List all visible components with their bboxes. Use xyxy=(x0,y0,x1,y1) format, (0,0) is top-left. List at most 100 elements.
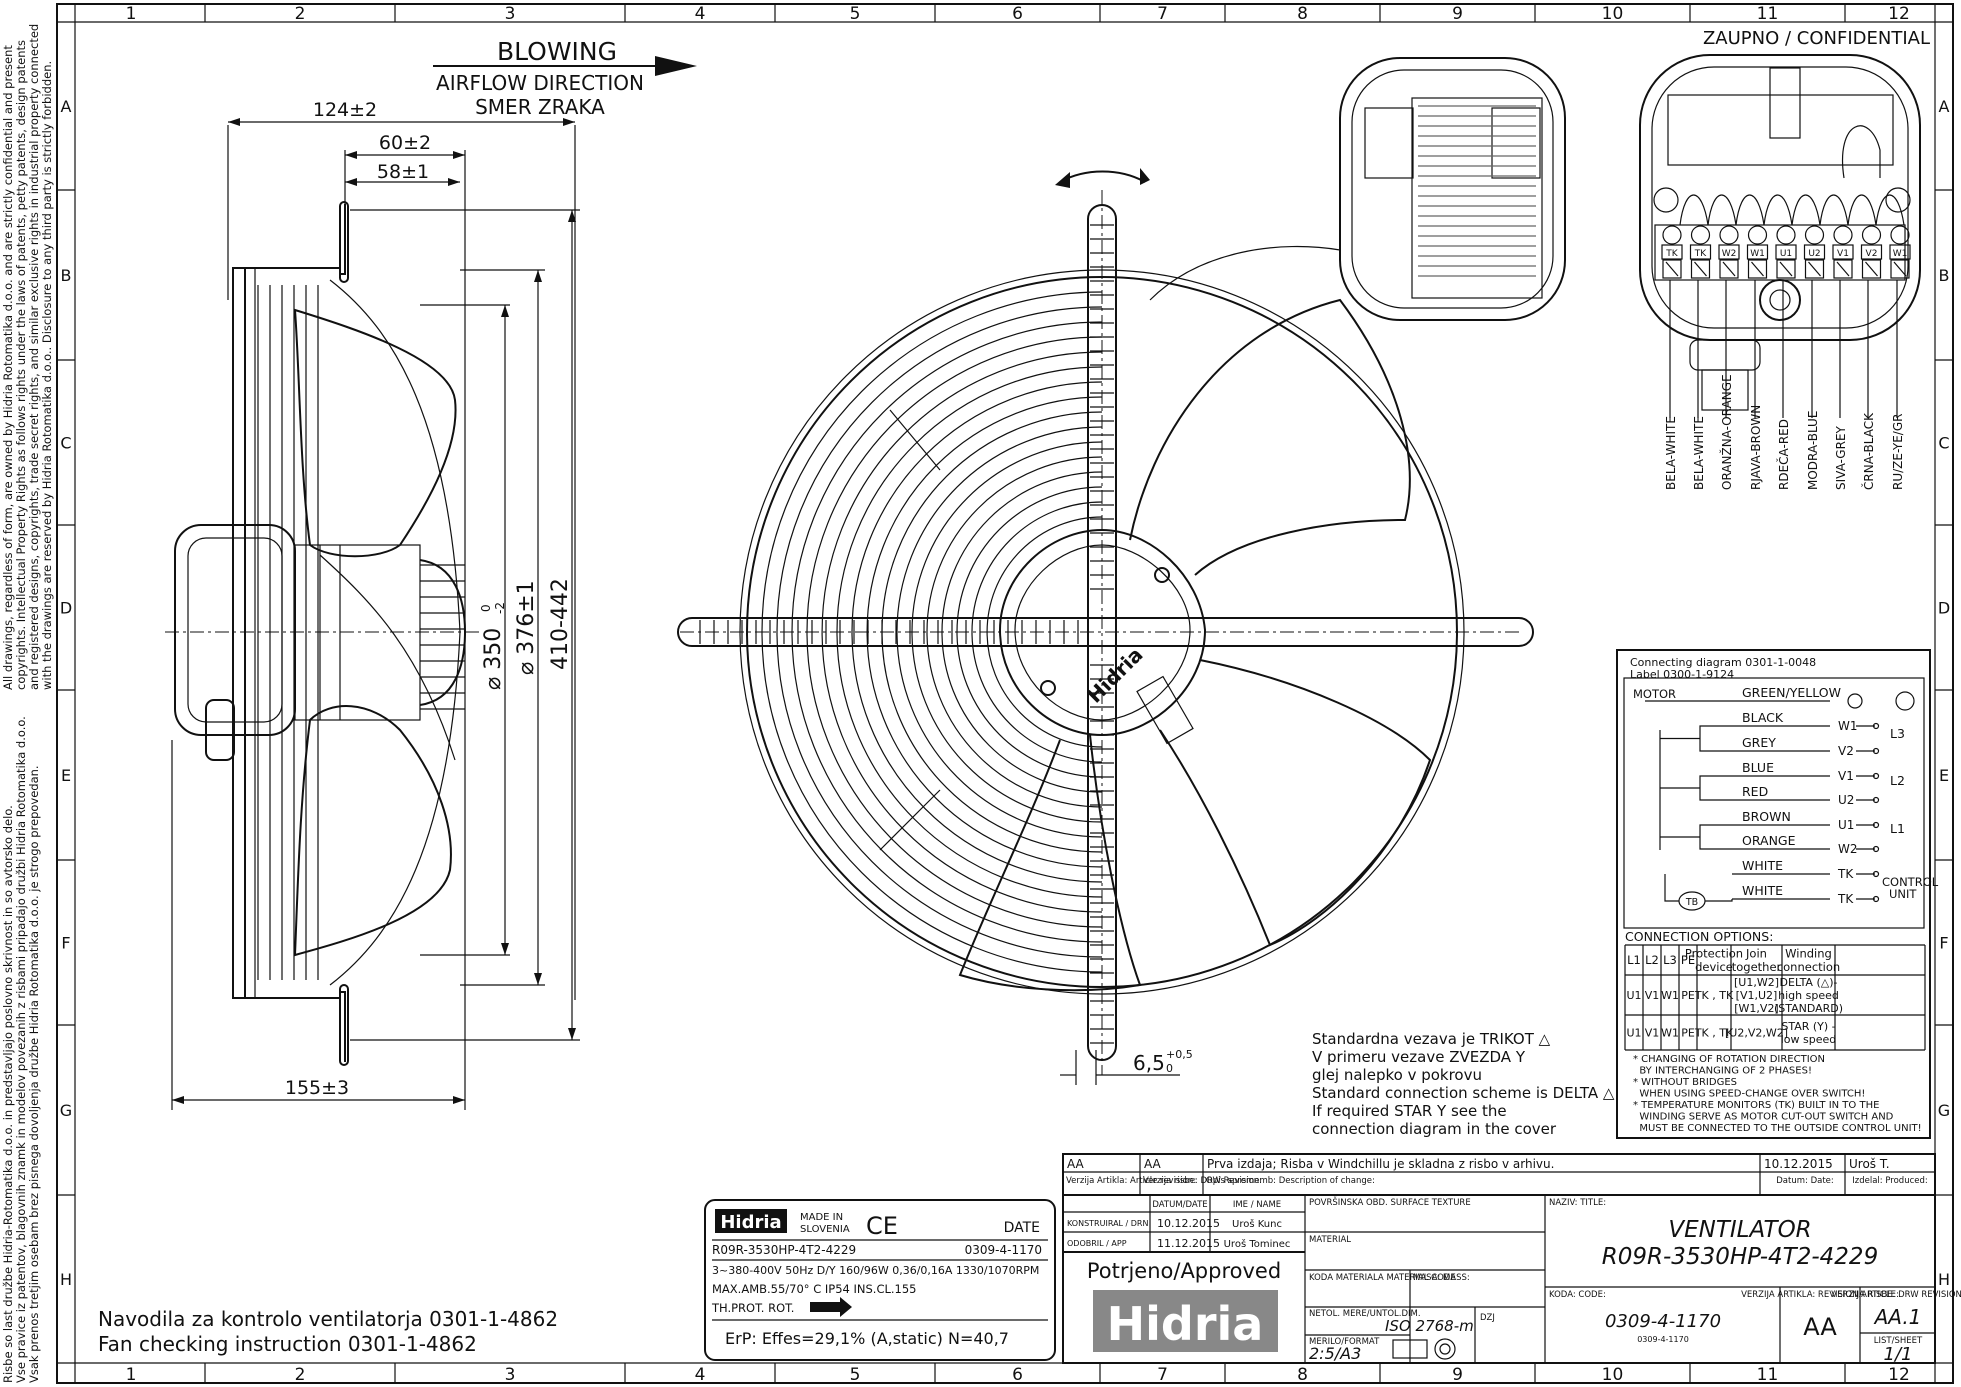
projection-symbol-icon xyxy=(1392,1339,1428,1359)
standard-note-line: glej nalepko v pokrovu xyxy=(1312,1066,1482,1084)
row-marker: D xyxy=(1938,599,1950,618)
notice-line: Risbe so last družbe Hidria-Rotomatika d… xyxy=(1,805,15,1383)
wire-color-label: ČRNA-BLACK xyxy=(1861,412,1876,490)
label-produced: Izdelal: Produced: xyxy=(1852,1176,1928,1186)
column-marker: 9 xyxy=(1452,1365,1463,1385)
label-date: Datum: Date: xyxy=(1776,1176,1834,1186)
rev-article: AA xyxy=(1067,1157,1085,1171)
airflow-direction: BLOWING AIRFLOW DIRECTION SMER ZRAKA xyxy=(433,37,697,119)
tb-label: TB xyxy=(1685,897,1698,908)
airflow-title: BLOWING xyxy=(497,37,617,66)
nameplate-label: Hidria MADE IN SLOVENIA CE DATE R09R-353… xyxy=(704,1199,1056,1361)
motor-label: MOTOR xyxy=(1633,687,1676,701)
table-cell: TK , TK xyxy=(1694,1026,1734,1039)
wire-color-label: BELA-WHITE xyxy=(1692,416,1706,490)
label-scale: MERILO/FORMAT xyxy=(1309,1337,1380,1347)
wire-color-label: SIVA-GREY xyxy=(1834,425,1848,490)
phase-l1: L1 xyxy=(1890,821,1905,836)
rotation-direction-icon xyxy=(810,1297,852,1317)
dim-60: 60±2 xyxy=(379,132,431,154)
label-surface: POVRŠINSKA OBD. SURFACE TEXTURE xyxy=(1309,1196,1471,1208)
table-cell: U1 xyxy=(1626,989,1641,1002)
row-marker: H xyxy=(1938,1270,1950,1289)
rotation-arrow-icon xyxy=(1055,172,1070,188)
label-sheet: LIST/SHEET xyxy=(1874,1336,1923,1346)
label-odobril: ODOBRIL / APP xyxy=(1067,1239,1127,1248)
drawing-revision: AA.1 xyxy=(1873,1305,1922,1329)
label-drw-rev: Verzija risbe: DRW Revision: xyxy=(1143,1176,1262,1186)
label-konstr: KONSTRUIRAL / DRN xyxy=(1067,1219,1148,1228)
terminal-label: TK xyxy=(1694,249,1707,259)
nameplate-code: 0309-4-1170 xyxy=(965,1243,1042,1257)
row-marker: F xyxy=(1939,934,1948,953)
approved-label: Potrjeno/Approved xyxy=(1087,1259,1281,1283)
dim-58: 58±1 xyxy=(377,161,429,183)
odobril-name: Uroš Tominec xyxy=(1224,1238,1291,1250)
rev-date: 10.12.2015 xyxy=(1764,1157,1833,1171)
table-cell: PE xyxy=(1681,1026,1695,1039)
notice-line: Vsak prenos tretjim osebam brez pisnega … xyxy=(27,765,41,1383)
standard-note-line: V primeru vezave ZVEZDA Y xyxy=(1312,1048,1526,1066)
column-marker: 6 xyxy=(1012,1365,1023,1385)
wiring-note: WINDING SERVE AS MOTOR CUT-OUT SWITCH AN… xyxy=(1633,1112,1894,1123)
dim-6-5-tol-up: +0,5 xyxy=(1166,1048,1193,1061)
column-marker: 11 xyxy=(1757,4,1779,24)
label-article-rev: Verzija Artikla: Article revision: xyxy=(1066,1176,1196,1186)
diagram-header-2: Label 0300-1-9124 xyxy=(1630,668,1734,681)
terminal-label: V1 xyxy=(1837,249,1849,259)
wire-color: RED xyxy=(1742,784,1768,799)
row-marker: C xyxy=(60,434,71,453)
konstr-name: Uroš Kunc xyxy=(1232,1218,1282,1230)
notice-line: All drawings, regardless of form, are ow… xyxy=(1,45,15,690)
column-marker: 12 xyxy=(1888,4,1910,24)
table-cell: [U2,V2,W2] xyxy=(1725,1026,1788,1039)
wire-color-label: RJAVA-BROWN xyxy=(1749,405,1763,490)
wire-color: WHITE xyxy=(1742,883,1783,898)
row-marker: B xyxy=(1939,266,1950,285)
row-marker: G xyxy=(1938,1101,1950,1120)
made-in-2: SLOVENIA xyxy=(800,1224,850,1235)
terminal-label: W1 xyxy=(1750,249,1765,259)
ground-icon xyxy=(1895,691,1915,711)
wire-color-label: RDEČA-RED xyxy=(1776,419,1791,490)
dim-376: ⌀ 376±1 xyxy=(514,580,539,675)
row-marker: E xyxy=(1939,766,1949,785)
column-marker: 12 xyxy=(1888,1365,1910,1385)
wire-color-label: BELA-WHITE xyxy=(1664,416,1678,490)
terminal-label: W2 xyxy=(1722,249,1737,259)
table-cell: W1 xyxy=(1661,1026,1679,1039)
table-cell: TK , TK xyxy=(1694,989,1734,1002)
rev-description: Prva izdaja; Risba v Windchillu je sklad… xyxy=(1207,1157,1554,1171)
wiring-note: MUST BE CONNECTED TO THE OUTSIDE CONTROL… xyxy=(1633,1123,1922,1134)
wire-color-label: MODRA-BLUE xyxy=(1806,411,1820,490)
column-marker: 5 xyxy=(850,4,861,24)
table-cell: U1 xyxy=(1626,1026,1641,1039)
tolerance-standard: ISO 2768-m xyxy=(1385,1317,1474,1335)
table-cell: PE xyxy=(1681,989,1695,1002)
label-datum: DATUM/DATE xyxy=(1152,1200,1207,1210)
label-article-revision: VERZIJA ARTIKLA: REVISION ARTICLE: xyxy=(1741,1290,1899,1300)
table-cell: L3 xyxy=(1663,953,1677,967)
nameplate-model: R09R-3530HP-4T2-4229 xyxy=(712,1243,856,1257)
hidria-logo: Hidria xyxy=(1107,1297,1264,1351)
column-marker: 3 xyxy=(505,1365,516,1385)
nameplate-date: DATE xyxy=(1004,1220,1040,1236)
wiring-note: WHEN USING SPEED-CHANGE OVER SWITCH! xyxy=(1633,1089,1865,1100)
nameplate-spec-1: 3~380-400V 50Hz D/Y 160/96W 0,36/0,16A 1… xyxy=(712,1264,1039,1277)
row-marker: D xyxy=(60,599,72,618)
scale-value: 2:5/A3 xyxy=(1309,1344,1361,1363)
copyright-notice-sl: Risbe so last družbe Hidria-Rotomatika d… xyxy=(1,716,41,1383)
label-code: KODA: CODE: xyxy=(1549,1290,1606,1300)
wire-terminal: W2 xyxy=(1838,842,1858,856)
table-cell: STAR (Y) -low speed xyxy=(1781,1020,1837,1046)
dim-410-442: 410-442 xyxy=(548,578,573,670)
arrow-right-icon xyxy=(655,56,697,76)
table-cell: DELTA (△)-high speed(STANDARD) xyxy=(1774,976,1843,1015)
made-in-1: MADE IN xyxy=(800,1212,843,1223)
dim-155: 155±3 xyxy=(285,1077,349,1099)
fan-front-view: Hidria 6,5 +0,5 0 xyxy=(677,168,1534,1085)
table-cell: PE xyxy=(1681,953,1695,967)
column-marker: 10 xyxy=(1602,4,1624,24)
